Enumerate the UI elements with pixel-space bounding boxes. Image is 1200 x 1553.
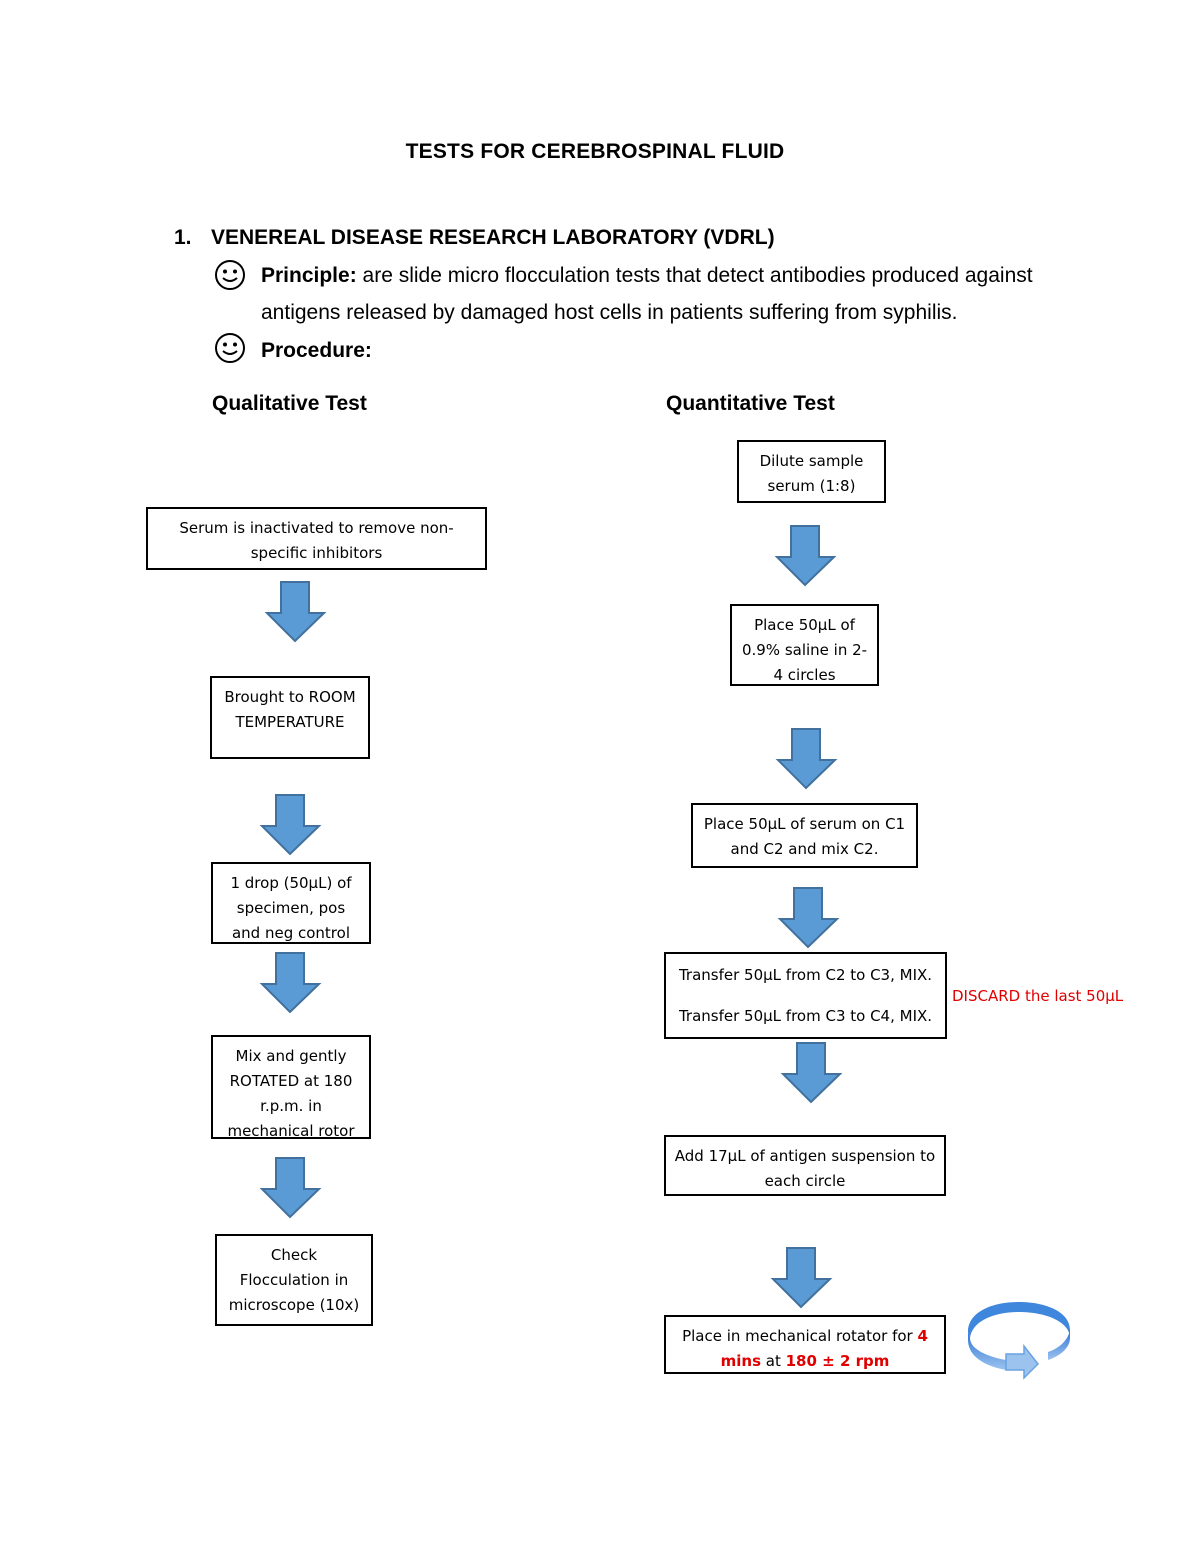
down-arrow-icon <box>259 952 322 1014</box>
principle-text-line1: are slide micro flocculation tests that … <box>356 264 1033 287</box>
procedure-label: Procedure: <box>261 339 372 362</box>
qualitative-heading: Qualitative Test <box>212 392 367 415</box>
quant-step-6-speed: 180 ± 2 rpm <box>785 1352 890 1370</box>
quant-step-6-line2: mins at 180 ± 2 rpm <box>666 1349 944 1372</box>
quant-step-2-line: Place 50µL of <box>754 616 855 634</box>
quant-step-1-line: serum (1:8) <box>767 477 856 495</box>
smiley-face-icon <box>215 260 245 290</box>
quant-step-5-line: each circle <box>764 1172 846 1190</box>
principle-text-line2: antigens released by damaged host cells … <box>261 301 958 324</box>
down-arrow-icon <box>770 1247 833 1309</box>
quant-step-1-line: Dilute sample <box>759 452 864 470</box>
qual-step-2-box: Brought to ROOM TEMPERATURE <box>210 676 370 759</box>
quant-step-6-at: at <box>761 1352 786 1370</box>
qual-step-3-line: specimen, pos <box>236 899 346 917</box>
quant-step-3-box: Place 50µL of serum on C1 and C2 and mix… <box>691 803 918 868</box>
quant-step-5-line: Add 17µL of antigen suspension to <box>674 1147 936 1165</box>
quant-step-6-minutes-unit: mins <box>720 1352 762 1370</box>
document-title: TESTS FOR CEREBROSPINAL FLUID <box>405 140 785 163</box>
quant-step-6-prefix: Place in mechanical rotator for <box>682 1327 918 1345</box>
qual-step-5-line: microscope (10x) <box>228 1296 360 1314</box>
smiley-face-icon <box>215 333 245 363</box>
quantitative-heading: Quantitative Test <box>666 392 835 415</box>
down-arrow-icon <box>775 728 838 790</box>
down-arrow-icon <box>264 581 327 643</box>
quant-step-4-line: Transfer 50µL from C3 to C4, MIX. <box>678 1007 933 1025</box>
qual-step-3-box: 1 drop (50µL) of specimen, pos and neg c… <box>211 862 371 944</box>
section-heading: 1. VENEREAL DISEASE RESEARCH LABORATORY (… <box>174 226 775 250</box>
quant-step-6-minutes-value: 4 <box>917 1327 928 1345</box>
quant-step-6-line1: Place in mechanical rotator for 4 <box>666 1324 944 1349</box>
quant-step-6-box: Place in mechanical rotator for 4 mins a… <box>664 1315 946 1374</box>
down-arrow-icon <box>780 1042 843 1104</box>
qual-step-3-line: 1 drop (50µL) of <box>230 874 352 892</box>
qual-step-1-line: Serum is inactivated to remove non- <box>179 519 454 537</box>
circular-rotate-arrow-icon <box>968 1302 1070 1380</box>
qual-step-2-line: Brought to ROOM <box>224 688 356 706</box>
quant-step-3-line: and C2 and mix C2. <box>730 840 879 858</box>
qual-step-1-line: specific inhibitors <box>250 544 383 562</box>
qual-step-4-line: r.p.m. in <box>260 1097 322 1115</box>
quant-step-2-line: 0.9% saline in 2- <box>741 641 868 659</box>
quant-step-4-box: Transfer 50µL from C2 to C3, MIX. Transf… <box>664 952 947 1039</box>
qual-step-5-line: Check <box>270 1246 318 1264</box>
quant-step-1-box: Dilute sample serum (1:8) <box>737 440 886 503</box>
down-arrow-icon <box>774 525 837 587</box>
principle-label: Principle: <box>261 264 357 287</box>
discard-note: DISCARD the last 50µL <box>952 987 1124 1005</box>
quant-step-2-line: 4 circles <box>773 666 836 684</box>
down-arrow-icon <box>259 794 322 856</box>
section-number: 1. <box>174 226 192 249</box>
quant-step-3-line: Place 50µL of serum on C1 <box>703 815 906 833</box>
principle-bullet: Principle: are slide micro flocculation … <box>261 257 1161 331</box>
qual-step-5-line: Flocculation in <box>239 1271 349 1289</box>
qual-step-4-line: mechanical rotor <box>227 1122 355 1139</box>
qual-step-3-line: and neg control <box>231 924 350 942</box>
qual-step-4-line: ROTATED at 180 <box>229 1072 353 1090</box>
qual-step-4-box: Mix and gently ROTATED at 180 r.p.m. in … <box>211 1035 371 1139</box>
quant-step-5-box: Add 17µL of antigen suspension to each c… <box>664 1135 946 1196</box>
down-arrow-icon <box>259 1157 322 1219</box>
qual-step-4-line: Mix and gently <box>235 1047 347 1065</box>
procedure-bullet: Procedure: <box>261 332 372 369</box>
section-heading-text: VENEREAL DISEASE RESEARCH LABORATORY (VD… <box>211 226 775 249</box>
down-arrow-icon <box>777 887 840 949</box>
qual-step-5-box: Check Flocculation in microscope (10x) <box>215 1234 373 1326</box>
quant-step-2-box: Place 50µL of 0.9% saline in 2- 4 circle… <box>730 604 879 686</box>
qual-step-1-box: Serum is inactivated to remove non- spec… <box>146 507 487 570</box>
qual-step-2-line: TEMPERATURE <box>235 713 345 731</box>
quant-step-4-line: Transfer 50µL from C2 to C3, MIX. <box>678 966 933 984</box>
